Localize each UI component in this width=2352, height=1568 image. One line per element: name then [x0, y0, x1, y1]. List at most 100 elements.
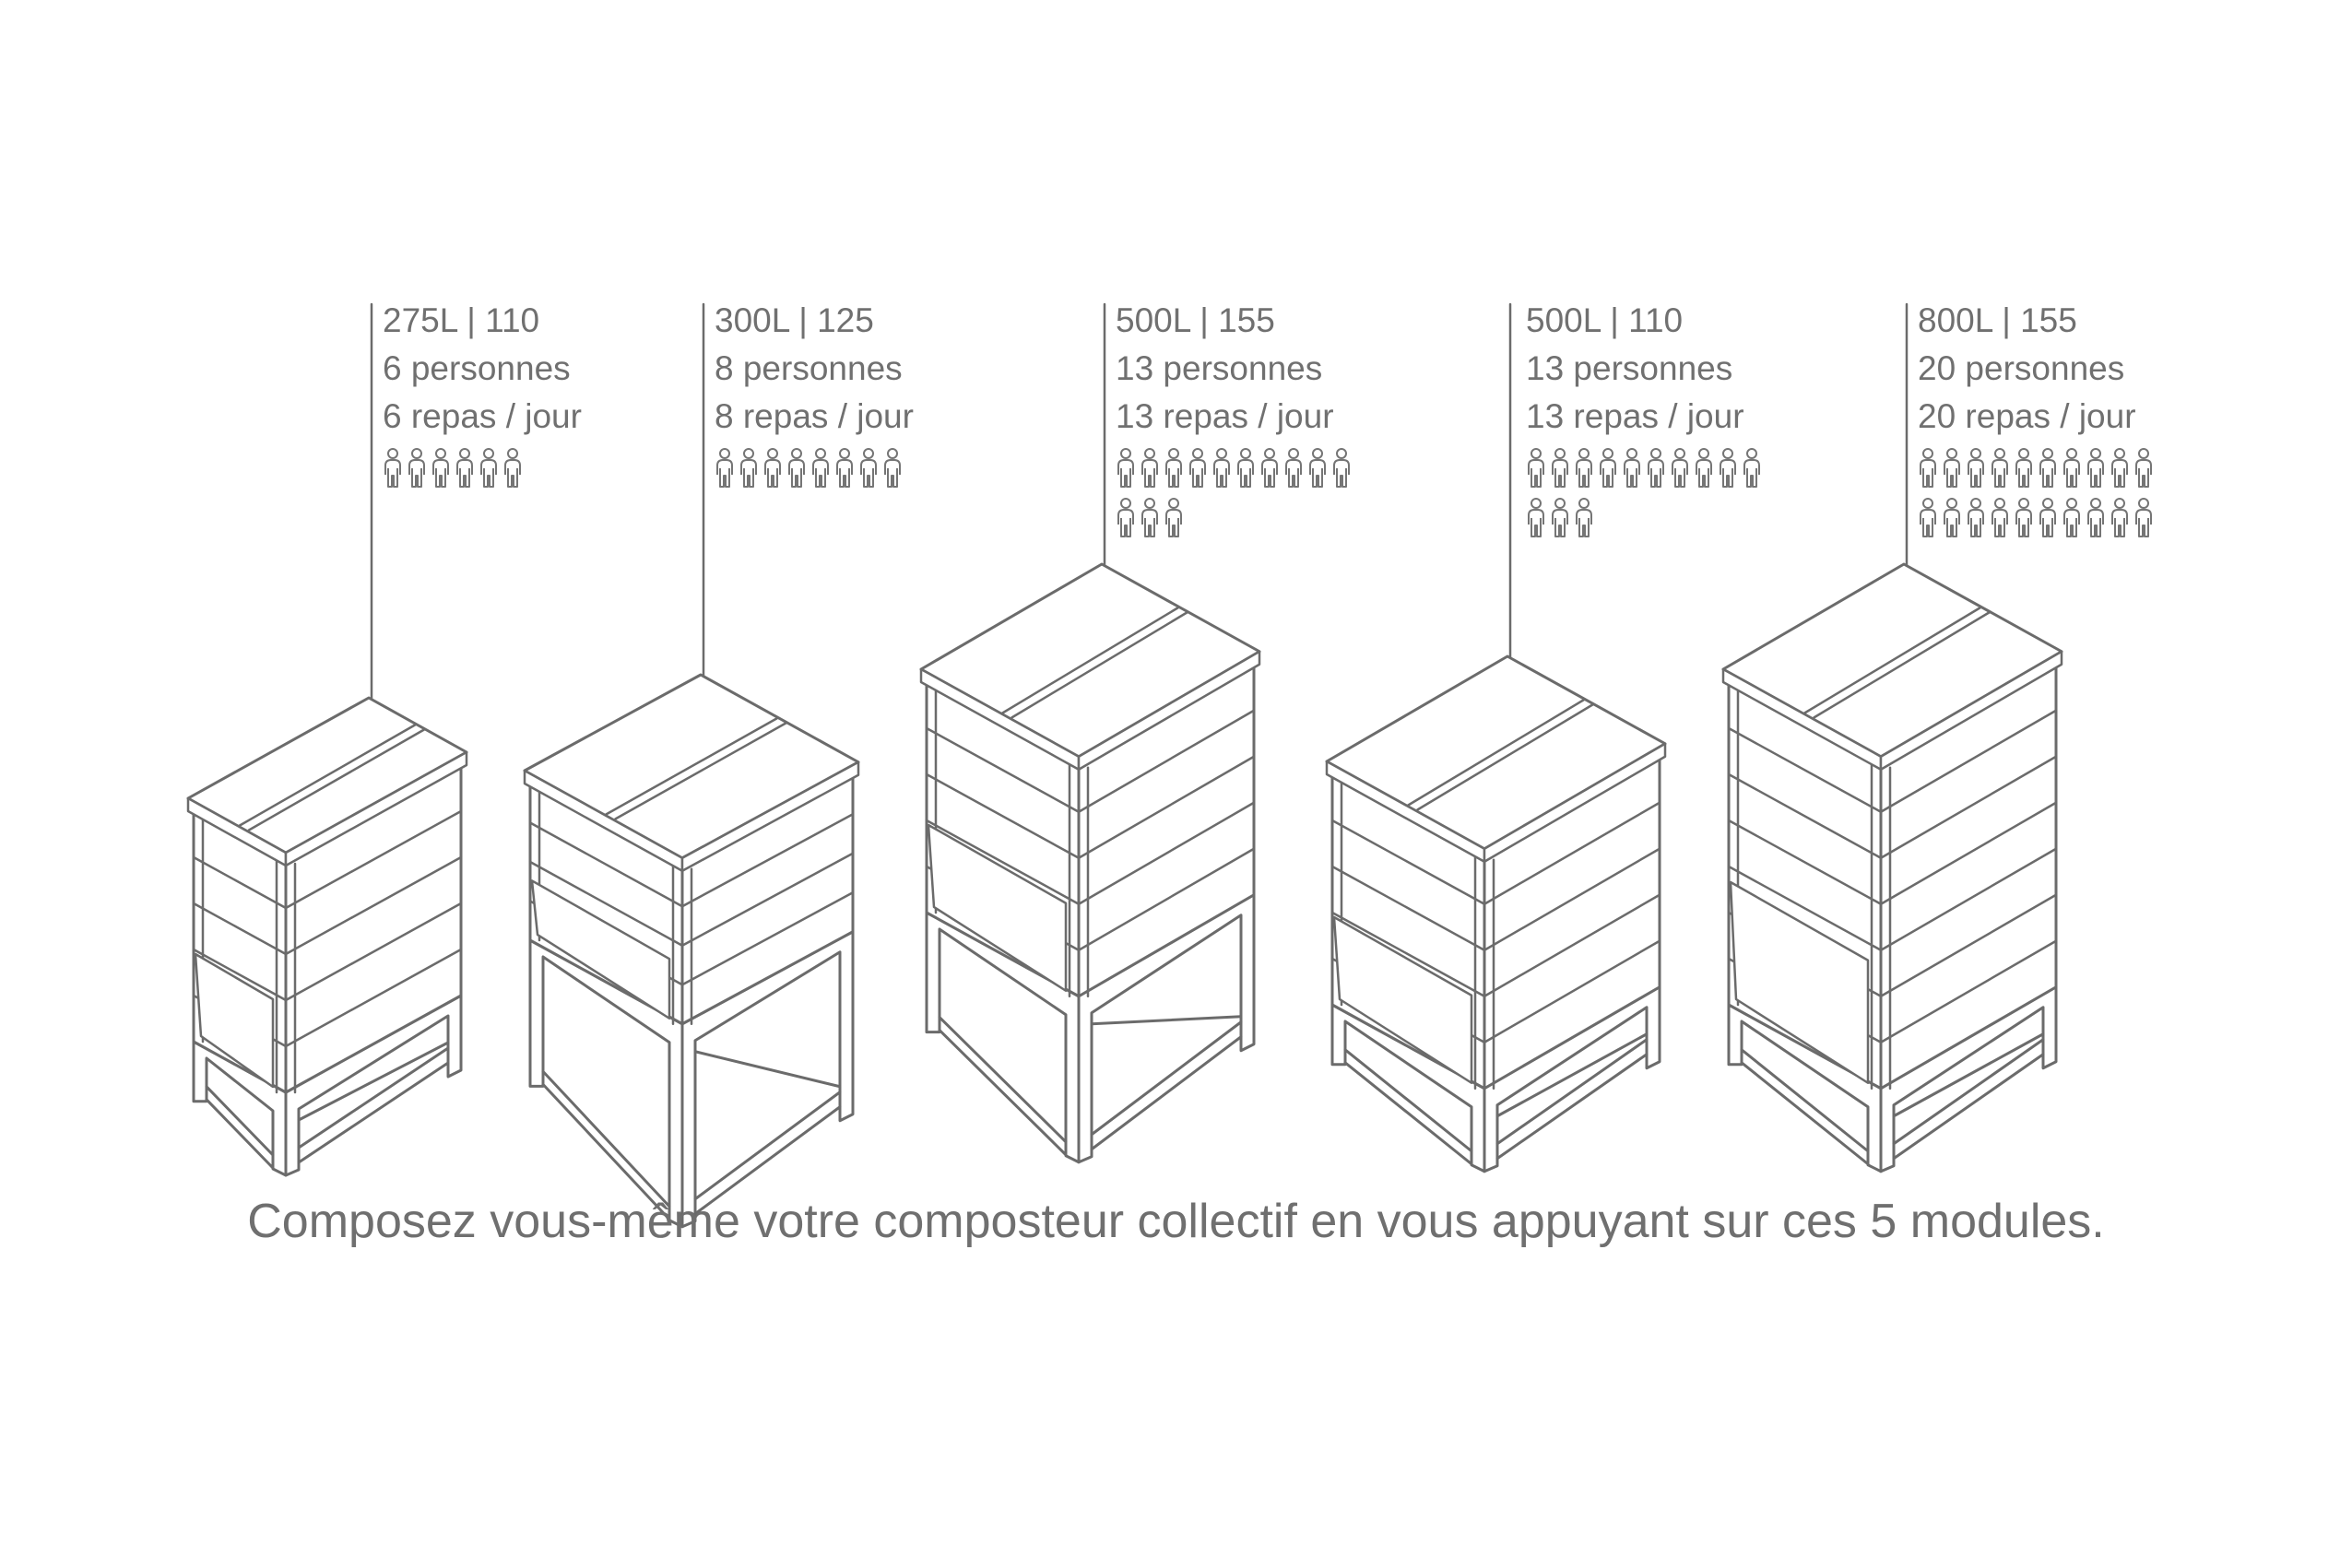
- person-icon: [788, 448, 805, 488]
- person-icon: [1117, 448, 1134, 488]
- people-row: [1116, 448, 1355, 498]
- module-people: 13 personnes: [1116, 349, 1323, 387]
- person-icon: [860, 448, 877, 488]
- person-icon: [480, 448, 497, 488]
- person-icon: [1213, 448, 1230, 488]
- person-icon: [1576, 498, 1592, 537]
- person-icon: [1528, 448, 1544, 488]
- person-icon: [716, 448, 733, 488]
- people-icons: [1116, 448, 1355, 548]
- module-spec: 800L | 155: [1918, 301, 2077, 339]
- person-icon: [1141, 448, 1158, 488]
- person-icon: [764, 448, 781, 488]
- person-icon: [2063, 498, 2080, 537]
- person-icon: [1237, 448, 1254, 488]
- module-label: 500L | 110 13 personnes 13 repas / jour: [1526, 297, 1766, 548]
- person-icon: [2087, 498, 2104, 537]
- person-icon: [1576, 448, 1592, 488]
- person-icon: [1743, 448, 1760, 488]
- person-icon: [1720, 448, 1736, 488]
- person-icon: [1920, 448, 1936, 488]
- person-icon: [2015, 498, 2032, 537]
- person-icon: [1944, 498, 1960, 537]
- person-icon: [2087, 448, 2104, 488]
- person-icon: [1141, 498, 1158, 537]
- people-icons: [1918, 448, 2157, 548]
- person-icon: [1968, 498, 1984, 537]
- module-label: 275L | 110 6 personnes 6 repas / jour: [383, 297, 582, 498]
- module-label: 500L | 155 13 personnes 13 repas / jour: [1116, 297, 1355, 548]
- person-icon: [1165, 448, 1182, 488]
- person-icon: [1261, 448, 1278, 488]
- person-icon: [1992, 448, 2008, 488]
- person-icon: [408, 448, 425, 488]
- person-icon: [432, 448, 449, 488]
- people-row: [383, 448, 582, 498]
- module-spec: 500L | 110: [1526, 301, 1684, 339]
- person-icon: [504, 448, 521, 488]
- people-row: [1526, 448, 1766, 498]
- module-label: 800L | 155 20 personnes 20 repas / jour: [1918, 297, 2157, 548]
- person-icon: [2111, 498, 2128, 537]
- people-row: [1918, 448, 2157, 498]
- person-icon: [2063, 448, 2080, 488]
- person-icon: [1944, 448, 1960, 488]
- people-icons: [1526, 448, 1766, 548]
- person-icon: [812, 448, 829, 488]
- person-icon: [2135, 448, 2152, 488]
- person-icon: [1285, 448, 1302, 488]
- person-icon: [1672, 448, 1688, 488]
- module-people: 13 personnes: [1526, 349, 1733, 387]
- person-icon: [2039, 448, 2056, 488]
- people-icons: [715, 448, 914, 498]
- person-icon: [1165, 498, 1182, 537]
- person-icon: [740, 448, 757, 488]
- person-icon: [2039, 498, 2056, 537]
- person-icon: [1552, 498, 1568, 537]
- person-icon: [2015, 448, 2032, 488]
- person-icon: [456, 448, 473, 488]
- module-spec: 300L | 125: [715, 301, 874, 339]
- module-spec: 500L | 155: [1116, 301, 1275, 339]
- person-icon: [1920, 498, 1936, 537]
- person-icon: [1696, 448, 1712, 488]
- module-label: 300L | 125 8 personnes 8 repas / jour: [715, 297, 914, 498]
- people-row: [1526, 498, 1766, 548]
- caption: Composez vous-même votre composteur coll…: [247, 1195, 2105, 1248]
- person-icon: [1309, 448, 1326, 488]
- person-icon: [1333, 448, 1350, 488]
- module-meals: 13 repas / jour: [1116, 397, 1334, 435]
- people-icons: [383, 448, 582, 498]
- person-icon: [1552, 448, 1568, 488]
- people-row: [715, 448, 914, 498]
- person-icon: [836, 448, 853, 488]
- person-icon: [1600, 448, 1616, 488]
- person-icon: [2135, 498, 2152, 537]
- module-people: 6 personnes: [383, 349, 571, 387]
- person-icon: [1968, 448, 1984, 488]
- module-people: 20 personnes: [1918, 349, 2125, 387]
- person-icon: [1648, 448, 1664, 488]
- person-icon: [1624, 448, 1640, 488]
- module-meals: 6 repas / jour: [383, 397, 582, 435]
- person-icon: [2111, 448, 2128, 488]
- person-icon: [884, 448, 901, 488]
- module-meals: 13 repas / jour: [1526, 397, 1744, 435]
- module-spec: 275L | 110: [383, 301, 540, 339]
- module-meals: 20 repas / jour: [1918, 397, 2136, 435]
- module-people: 8 personnes: [715, 349, 903, 387]
- person-icon: [384, 448, 401, 488]
- person-icon: [1992, 498, 2008, 537]
- person-icon: [1528, 498, 1544, 537]
